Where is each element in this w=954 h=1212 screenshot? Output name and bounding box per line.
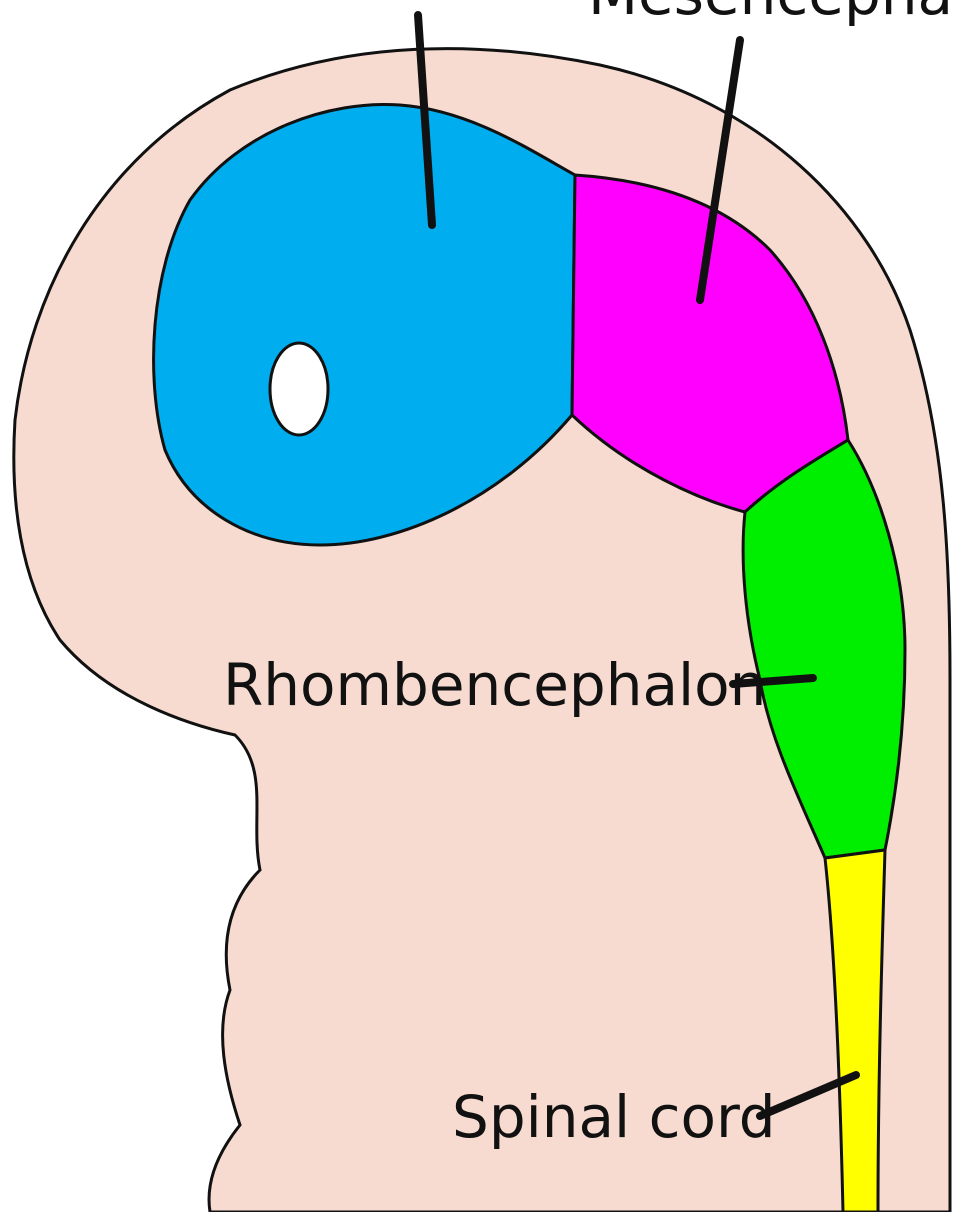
optic-vesicle	[270, 343, 328, 435]
label-rhombencephalon: Rhombencephalon	[223, 651, 766, 719]
label-mesencephalon: Mesencephalo	[588, 0, 954, 28]
label-spinal-cord: Spinal cord	[452, 1083, 776, 1151]
